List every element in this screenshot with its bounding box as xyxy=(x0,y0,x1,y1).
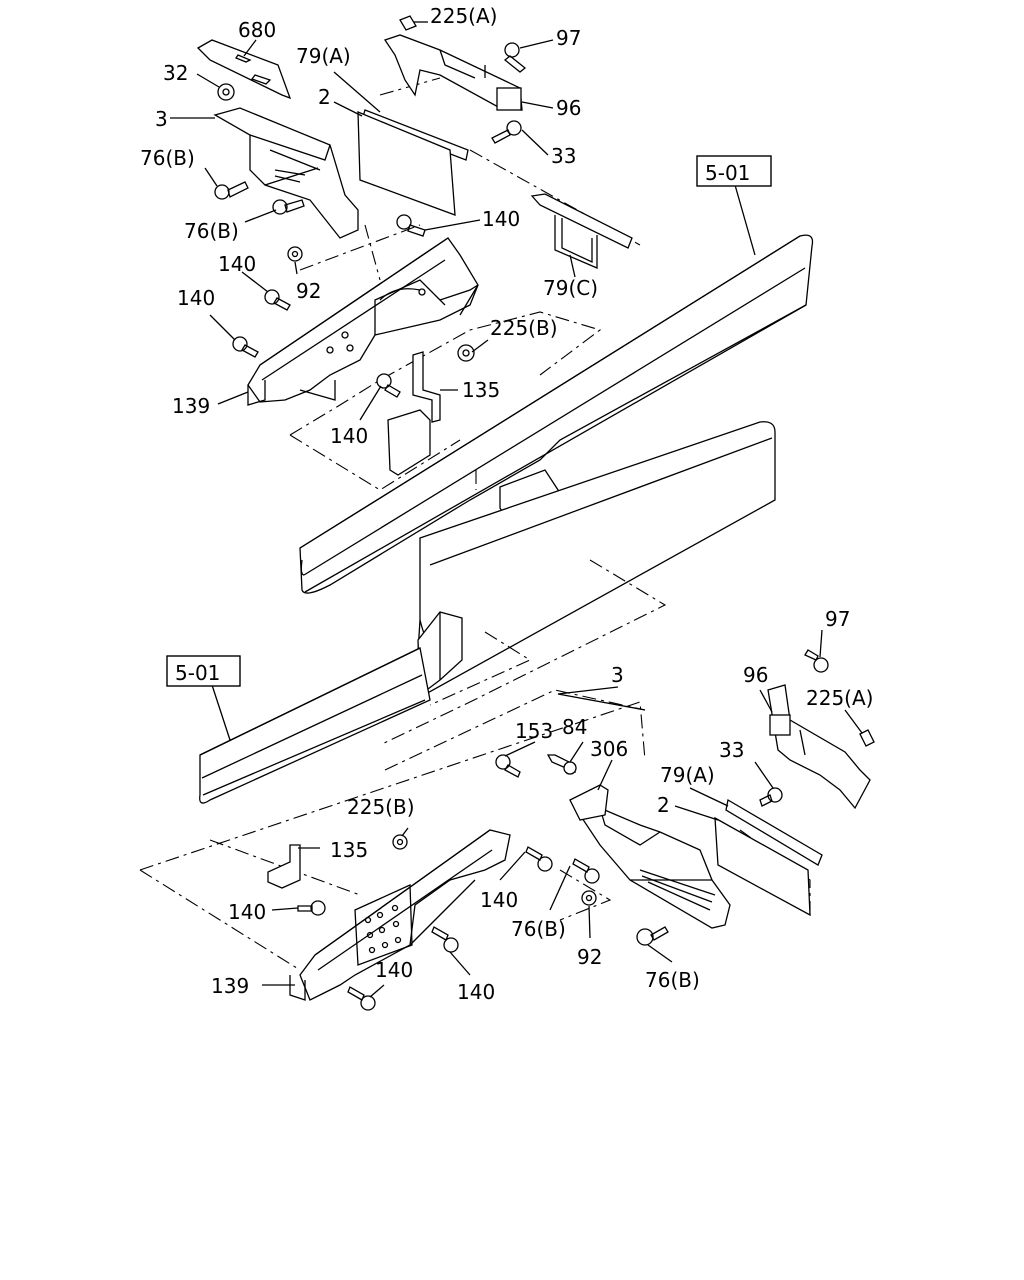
callout-97: 97 xyxy=(556,26,581,50)
bottom-assembly xyxy=(267,649,875,1011)
part-79a-strip-lower xyxy=(725,798,823,866)
callout-135-lower: 135 xyxy=(330,838,368,862)
callout-225a-lower: 225(A) xyxy=(806,686,873,710)
upper-frame-rail xyxy=(299,234,814,594)
callout-3: 3 xyxy=(155,107,168,131)
part-96-bracket-lower xyxy=(767,684,871,810)
part-3-bracket-lower xyxy=(578,807,731,929)
ref-box-top: 5-01 xyxy=(696,155,772,187)
assembly-outlines xyxy=(139,77,811,971)
callout-225b: 225(B) xyxy=(490,316,558,340)
callout-153: 153 xyxy=(515,719,553,743)
part-2-plate-lower xyxy=(714,816,811,917)
part-139-support-lower xyxy=(299,829,511,1001)
callout-84: 84 xyxy=(562,715,587,739)
top-assembly xyxy=(196,15,633,476)
callout-92-lower: 92 xyxy=(577,945,602,969)
crossmember-rail xyxy=(414,421,776,702)
callout-140-4: 140 xyxy=(330,424,368,448)
callouts-top: 680 225(A) 97 79(A) 32 2 96 3 33 76(B) 7… xyxy=(140,4,598,448)
callout-76b-lower-1: 76(B) xyxy=(511,917,566,941)
lower-frame-rail xyxy=(199,647,431,804)
callout-306: 306 xyxy=(590,737,628,761)
callout-76b-2: 76(B) xyxy=(184,219,239,243)
nut-32 xyxy=(217,83,235,101)
callout-135: 135 xyxy=(462,378,500,402)
ref-label-top: 5-01 xyxy=(705,161,750,185)
leader-lines xyxy=(170,21,863,998)
callout-2-lower: 2 xyxy=(657,793,670,817)
part-3-bracket xyxy=(213,107,359,239)
part-306-clip xyxy=(569,784,609,821)
callouts-bottom: 97 96 225(A) 3 153 84 306 33 79(A) 2 225… xyxy=(211,607,873,1004)
callout-76b-1: 76(B) xyxy=(140,146,195,170)
callout-680: 680 xyxy=(238,18,276,42)
callout-140-lower-3: 140 xyxy=(375,958,413,982)
callout-140-2: 140 xyxy=(218,252,256,276)
callout-79a-lower: 79(A) xyxy=(660,763,715,787)
part-680-plate xyxy=(196,39,292,100)
callout-33: 33 xyxy=(551,144,576,168)
part-139-support xyxy=(247,237,479,403)
ref-label-bottom: 5-01 xyxy=(175,661,220,685)
callout-225a: 225(A) xyxy=(430,4,497,28)
callout-32: 32 xyxy=(163,61,188,85)
part-135-clip xyxy=(412,351,441,423)
part-96-bracket xyxy=(383,34,523,111)
callout-97-lower: 97 xyxy=(825,607,850,631)
callout-2: 2 xyxy=(318,85,331,109)
part-79c-bracket xyxy=(530,193,633,249)
callout-33-lower: 33 xyxy=(719,738,744,762)
callout-225b-lower: 225(B) xyxy=(347,795,415,819)
callout-140-lower-1: 140 xyxy=(228,900,266,924)
callout-96-lower: 96 xyxy=(743,663,768,687)
callout-139-lower: 139 xyxy=(211,974,249,998)
ref-box-bottom: 5-01 xyxy=(166,655,241,687)
callout-96: 96 xyxy=(556,96,581,120)
callout-3-lower: 3 xyxy=(611,663,624,687)
callout-140-3: 140 xyxy=(177,286,215,310)
callout-139: 139 xyxy=(172,394,210,418)
callout-140-1: 140 xyxy=(482,207,520,231)
callout-79c: 79(C) xyxy=(543,276,598,300)
callout-79a: 79(A) xyxy=(296,44,351,68)
callout-140-lower-2: 140 xyxy=(480,888,518,912)
callout-140-lower-4: 140 xyxy=(457,980,495,1004)
part-135-clip-lower xyxy=(267,844,301,889)
callout-76b-lower-2: 76(B) xyxy=(645,968,700,992)
part-2-plate xyxy=(357,111,456,216)
callout-92: 92 xyxy=(296,279,321,303)
